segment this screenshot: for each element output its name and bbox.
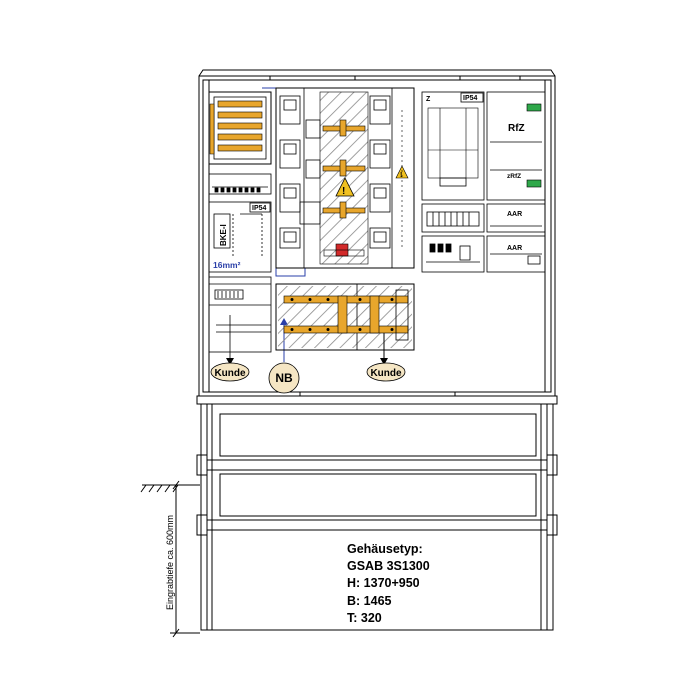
- nb-label: NB: [275, 371, 293, 385]
- terminal-strip: [208, 173, 272, 195]
- housing-spec: Gehäusetyp: GSAB 3S1300 H: 1370+950 B: 1…: [347, 541, 477, 627]
- kunde-left-label: Kunde: [214, 368, 246, 379]
- spec-width: B: 1465: [347, 593, 392, 608]
- device-row: [421, 203, 485, 273]
- spec-model: GSAB 3S1300: [347, 559, 430, 574]
- ip54-left-label: IP54: [252, 205, 267, 212]
- cross-section-label: 16mm²: [213, 260, 241, 270]
- aar-bottom-label: AAR: [507, 245, 522, 252]
- aar-top-label: AAR: [507, 211, 522, 218]
- bke-module: [208, 201, 272, 273]
- rfz-label: RfZ: [508, 123, 525, 134]
- customer-terminal-module: [208, 276, 272, 362]
- base-frame: [196, 403, 558, 631]
- kunde-right-arrow: [380, 358, 388, 365]
- bke-label: BKE-I: [219, 224, 228, 246]
- kunde-left-arrow: [226, 358, 234, 365]
- meter-z-module: [421, 91, 485, 201]
- housing: [196, 69, 558, 405]
- kunde-right-callout: Kunde: [366, 362, 406, 382]
- svg-text:!: !: [342, 186, 345, 197]
- spec-depth: T: 320: [347, 610, 382, 625]
- spec-heading: Gehäusetyp:: [347, 542, 423, 556]
- ip54-right-label: IP54: [463, 95, 478, 102]
- svg-text:!: !: [400, 172, 402, 179]
- kunde-left-callout: Kunde: [210, 362, 250, 382]
- main-busbar-bay: [275, 283, 415, 362]
- kunde-right-label: Kunde: [370, 368, 402, 379]
- meter-z-label: Z: [426, 96, 431, 103]
- rfz-module: [486, 91, 546, 201]
- ground-depth-dimension: [140, 480, 200, 638]
- depth-label: Eingrabtiefe ca. 600mm: [165, 515, 175, 610]
- nb-callout: NB: [268, 362, 300, 394]
- aar-modules: [486, 203, 546, 273]
- fuse-bay: ! !: [275, 87, 415, 269]
- busbar-module: [208, 91, 272, 165]
- spec-height: H: 1370+950: [347, 576, 420, 591]
- zrfz-label: zRfZ: [507, 173, 521, 180]
